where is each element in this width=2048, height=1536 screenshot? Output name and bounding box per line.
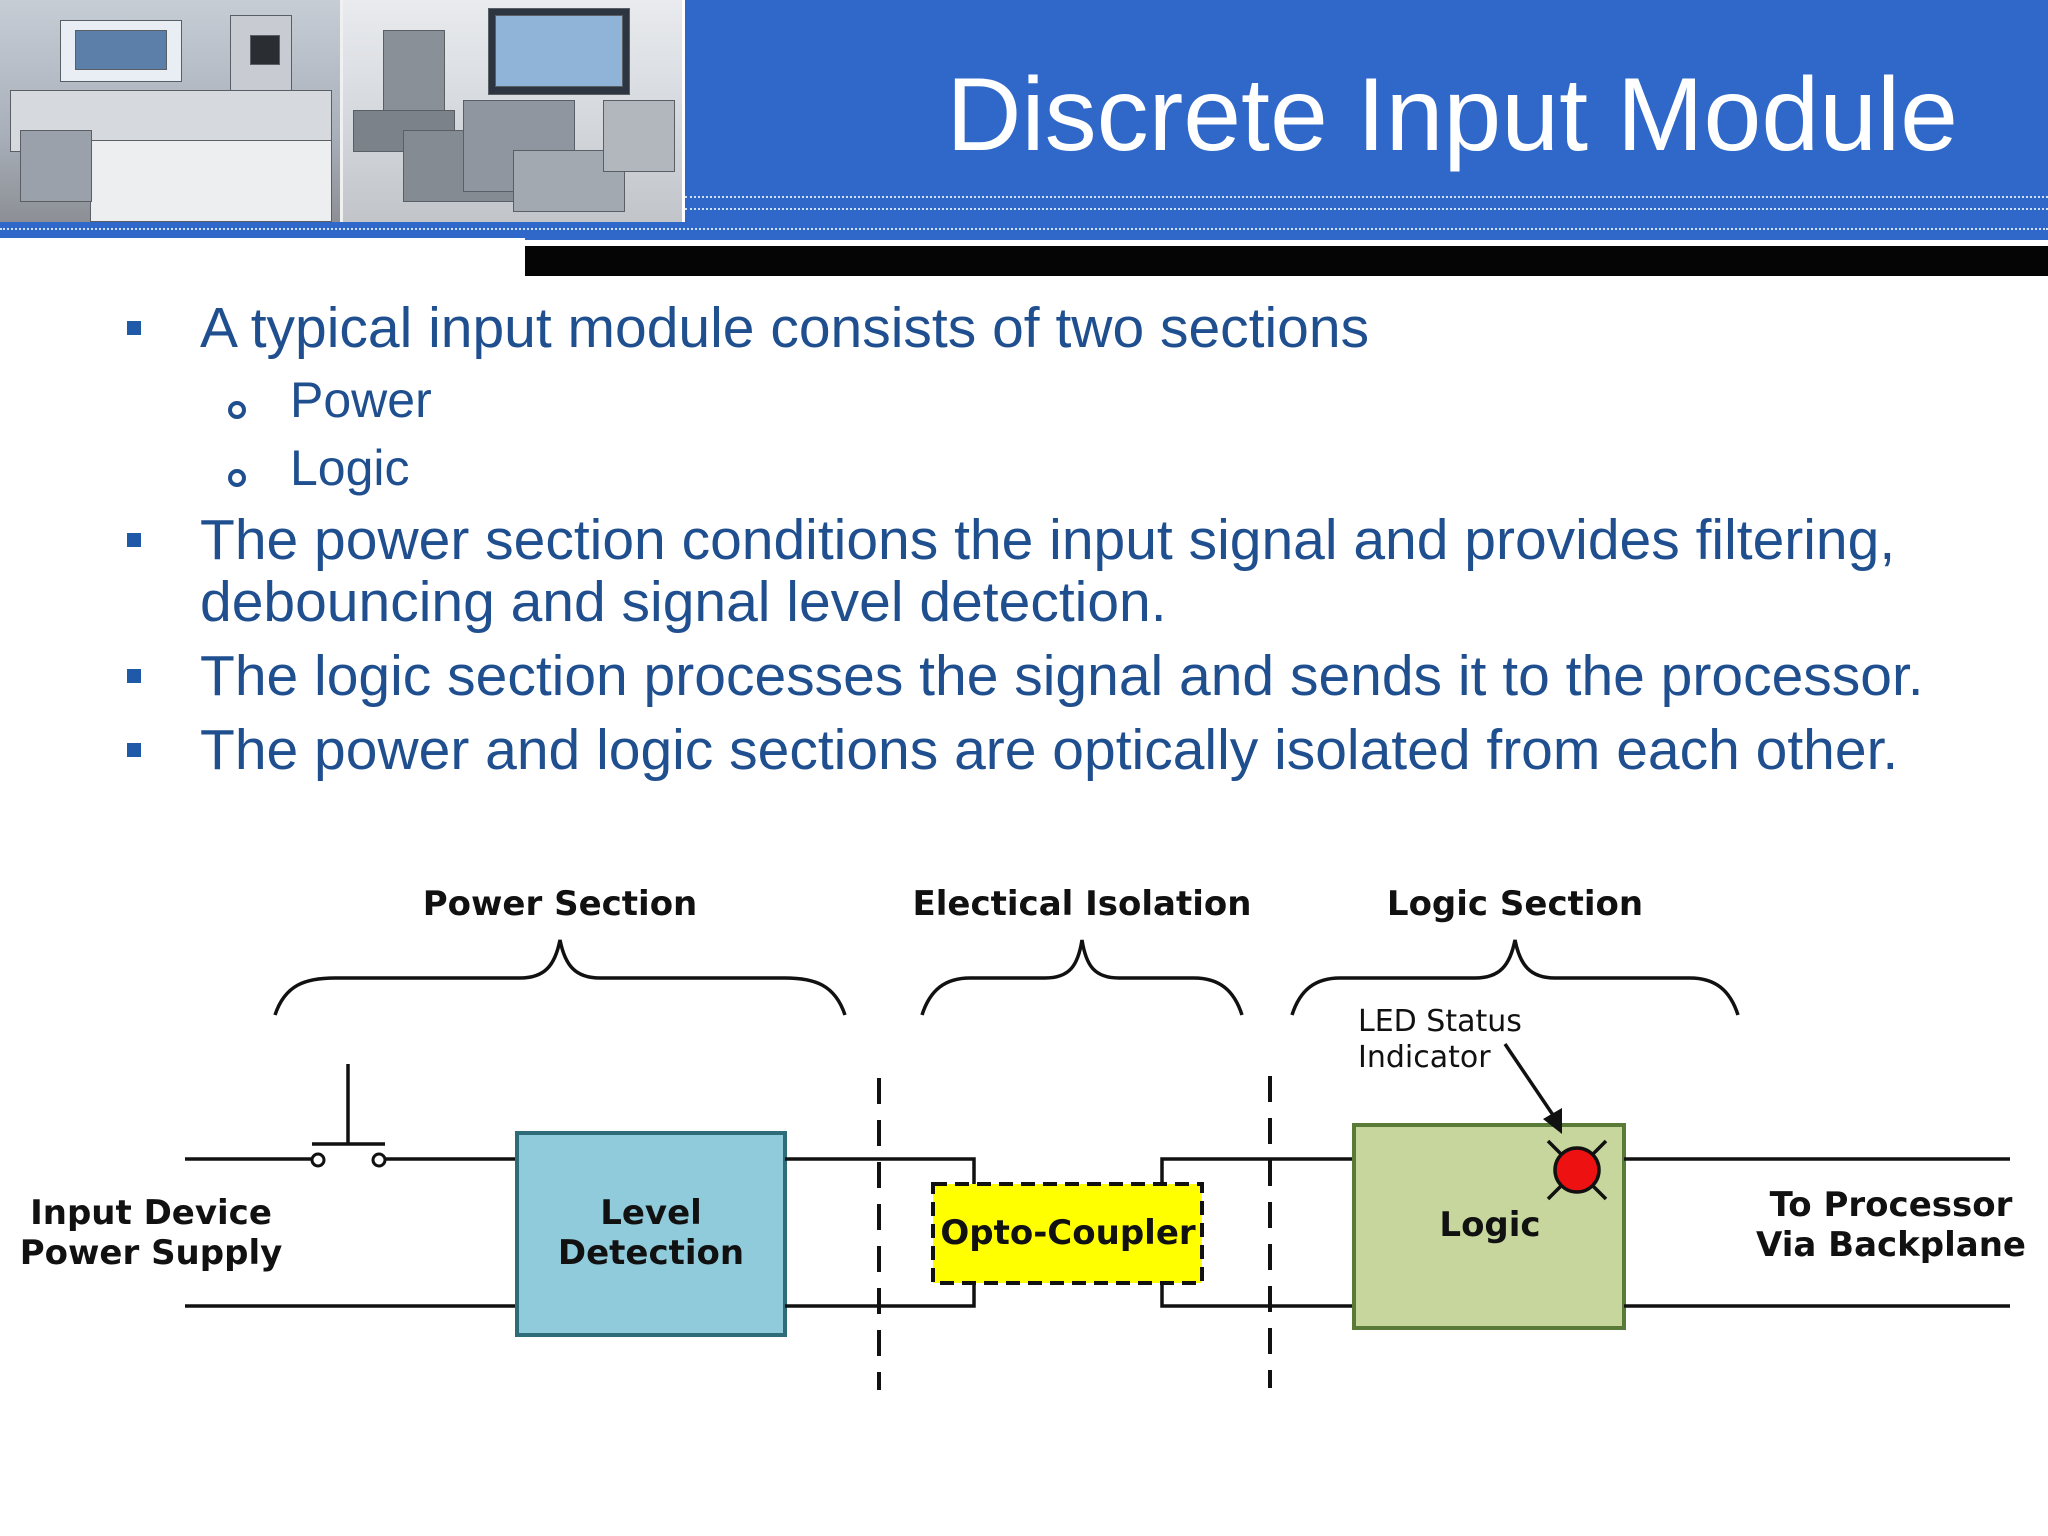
sub-bullet-text: Logic bbox=[290, 440, 410, 496]
square-bullet-icon bbox=[127, 669, 141, 683]
wire-level-to-opto-bottom bbox=[785, 1283, 976, 1308]
wire-opto-to-logic-bottom bbox=[1160, 1283, 1354, 1308]
header-photo bbox=[0, 0, 685, 222]
pushbutton-switch-icon bbox=[310, 1064, 387, 1168]
opto-coupler-box bbox=[931, 1182, 1204, 1285]
led-pointer-line bbox=[1503, 1043, 1557, 1119]
led-status-label-line1: LED Status bbox=[1358, 1004, 1522, 1039]
bullet-item: A typical input module consists of two s… bbox=[0, 296, 2048, 360]
led-status-label-line2: Indicator bbox=[1358, 1040, 1491, 1075]
bullet-text: The power section conditions the input s… bbox=[200, 508, 1896, 572]
level-detection-label-line2: Detection bbox=[558, 1233, 744, 1273]
circle-bullet-icon bbox=[228, 469, 246, 487]
power-brace bbox=[273, 939, 847, 1016]
opto-coupler-label: Opto-Coupler bbox=[940, 1213, 1196, 1253]
bullet-item: The logic section processes the signal a… bbox=[0, 644, 2048, 708]
output-label-line2: Via Backplane bbox=[1756, 1225, 2026, 1265]
header-dotted-rule bbox=[685, 196, 2048, 198]
logic-brace bbox=[1290, 939, 1740, 1016]
led-pointer-arrowhead bbox=[1543, 1108, 1562, 1134]
sub-bullet-item: Logic bbox=[0, 436, 2048, 500]
plc-hardware-photo-left bbox=[0, 0, 343, 222]
bullet-text: The power and logic sections are optical… bbox=[200, 718, 1899, 782]
square-bullet-icon bbox=[127, 533, 141, 547]
bullet-text: A typical input module consists of two s… bbox=[200, 296, 1370, 360]
bullet-item: The power section conditions the input s… bbox=[0, 508, 2048, 636]
bullet-text-continuation: debouncing and signal level detection. bbox=[200, 570, 1167, 634]
circle-bullet-icon bbox=[228, 401, 246, 419]
input-device-label-line2: Power Supply bbox=[20, 1233, 283, 1273]
sub-bullet-text: Power bbox=[290, 372, 432, 428]
isolation-brace bbox=[920, 939, 1244, 1016]
header-black-bar bbox=[525, 246, 2048, 276]
sub-bullet-item: Power bbox=[0, 368, 2048, 432]
led-indicator-icon bbox=[1546, 1139, 1608, 1201]
wire-opto-to-logic-top bbox=[1160, 1157, 1354, 1185]
header-dotted-rule bbox=[685, 208, 2048, 210]
bullet-text: The logic section processes the signal a… bbox=[200, 644, 1924, 708]
header-dotted-rule bbox=[0, 228, 2048, 230]
input-device-label-line1: Input Device bbox=[30, 1193, 272, 1233]
logic-box bbox=[1352, 1123, 1626, 1330]
output-label-line1: To Processor bbox=[1770, 1185, 2013, 1225]
bullet-item: The power and logic sections are optical… bbox=[0, 718, 2048, 782]
power-section-label: Power Section bbox=[423, 884, 698, 924]
square-bullet-icon bbox=[127, 743, 141, 757]
square-bullet-icon bbox=[127, 321, 141, 335]
logic-label: Logic bbox=[1439, 1205, 1540, 1245]
logic-section-label: Logic Section bbox=[1387, 884, 1643, 924]
level-detection-box bbox=[515, 1131, 787, 1337]
isolation-section-label: Electical Isolation bbox=[913, 884, 1252, 924]
header-notch bbox=[0, 238, 525, 258]
plc-hardware-photo-right bbox=[343, 0, 682, 222]
wire-level-to-opto-top bbox=[785, 1157, 976, 1185]
level-detection-label-line1: Level bbox=[600, 1193, 702, 1233]
slide-title: Discrete Input Module bbox=[946, 57, 1958, 173]
